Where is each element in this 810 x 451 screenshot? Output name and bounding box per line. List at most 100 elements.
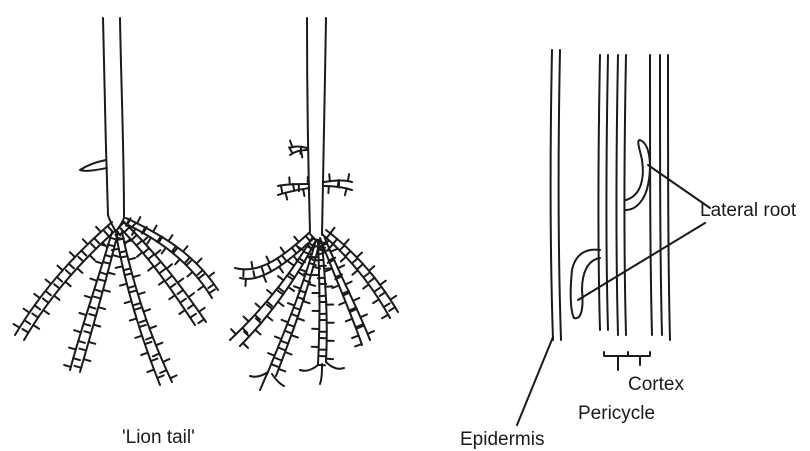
root-hair	[145, 342, 152, 344]
root-hair	[79, 349, 86, 351]
root-hair	[261, 266, 263, 273]
root-hair	[14, 324, 20, 328]
root-hair	[288, 262, 294, 266]
root-hair	[83, 239, 88, 244]
section-outer-right	[668, 55, 670, 340]
root-hair	[138, 292, 145, 294]
root-hair	[94, 238, 99, 243]
root-hair	[231, 329, 236, 334]
root-hair	[275, 337, 282, 340]
root-hair	[331, 249, 338, 252]
root-hair	[129, 286, 136, 288]
root-hair	[338, 180, 339, 187]
root-hair	[333, 239, 338, 244]
section-cortex-brackets	[604, 352, 650, 370]
root-hair	[288, 287, 294, 291]
root-hair	[140, 320, 147, 322]
root-hair	[94, 289, 101, 291]
root-hair	[94, 297, 101, 299]
root-hair	[288, 303, 295, 305]
root-hair	[170, 284, 176, 288]
root-hair	[278, 276, 284, 280]
root-hair	[90, 279, 97, 281]
root-hair	[267, 316, 273, 320]
root-hair	[357, 253, 362, 258]
root-hair	[128, 258, 135, 260]
root-hair	[103, 290, 110, 292]
root-hair	[77, 268, 82, 273]
root-hair	[369, 278, 375, 282]
root-hair	[198, 274, 204, 278]
root-hair	[330, 228, 334, 233]
root-hair	[84, 359, 91, 361]
root-hair	[144, 309, 151, 311]
root-hair	[74, 330, 81, 332]
root-hair	[69, 348, 76, 350]
root-hair	[143, 237, 148, 242]
root-hair	[78, 341, 85, 343]
root-hair	[148, 255, 153, 259]
root-hair	[243, 343, 248, 348]
label-lateral-root: Lateral root	[700, 201, 796, 220]
root-hair	[329, 174, 330, 181]
root-hair	[179, 310, 185, 314]
root-hair	[275, 358, 282, 361]
root-hair	[116, 266, 123, 268]
root-hair	[352, 336, 359, 338]
root-hair	[332, 285, 339, 288]
root-hair	[89, 342, 96, 344]
root-hair	[282, 320, 289, 323]
root-hair	[57, 277, 62, 282]
root-hair	[188, 305, 194, 309]
root-hair	[103, 262, 110, 264]
root-hair	[345, 282, 351, 285]
root-hair	[178, 279, 184, 283]
root-hair	[285, 352, 292, 355]
root-hair	[346, 319, 353, 322]
root-hair	[89, 307, 96, 309]
root-hair	[390, 296, 396, 300]
root-hair	[208, 284, 214, 288]
root-hair	[281, 185, 282, 192]
root-hair	[286, 193, 288, 200]
root-hair	[104, 231, 109, 236]
root-hair	[319, 252, 326, 255]
root-hair	[363, 273, 369, 277]
root-hair	[266, 257, 269, 263]
root-hair	[256, 304, 261, 309]
root-hair	[130, 319, 137, 321]
root-hair	[345, 189, 347, 196]
root-hair	[141, 353, 148, 355]
root-hair	[382, 315, 388, 318]
root-hair	[121, 256, 128, 257]
root-hair	[178, 290, 184, 294]
root-hair	[348, 174, 349, 181]
root-hair	[24, 309, 30, 313]
root-hair	[151, 359, 158, 361]
branched-sub-branches	[250, 362, 344, 390]
root-hair	[268, 353, 275, 356]
root-hair	[112, 249, 119, 250]
root-hair	[170, 375, 176, 378]
root-hair	[80, 313, 87, 315]
root-hair	[163, 359, 169, 362]
section-inner-left	[599, 55, 609, 330]
root-hair	[136, 241, 141, 246]
root-hair	[35, 305, 41, 309]
root-hair	[159, 281, 165, 285]
root-hair	[374, 288, 380, 292]
root-hair	[298, 297, 305, 299]
root-hair	[279, 267, 283, 273]
root-hair	[153, 354, 160, 357]
root-hair	[282, 256, 286, 262]
root-hair	[358, 264, 363, 269]
root-hair	[124, 227, 129, 232]
root-hair	[100, 272, 107, 274]
root-hair	[33, 325, 39, 329]
root-hair	[389, 307, 395, 311]
lion-tail-short-lateral	[80, 160, 107, 171]
root-hair	[34, 294, 40, 298]
root-hair	[169, 235, 173, 241]
root-hair	[65, 282, 70, 287]
lion-tail-branch-2	[70, 232, 118, 372]
